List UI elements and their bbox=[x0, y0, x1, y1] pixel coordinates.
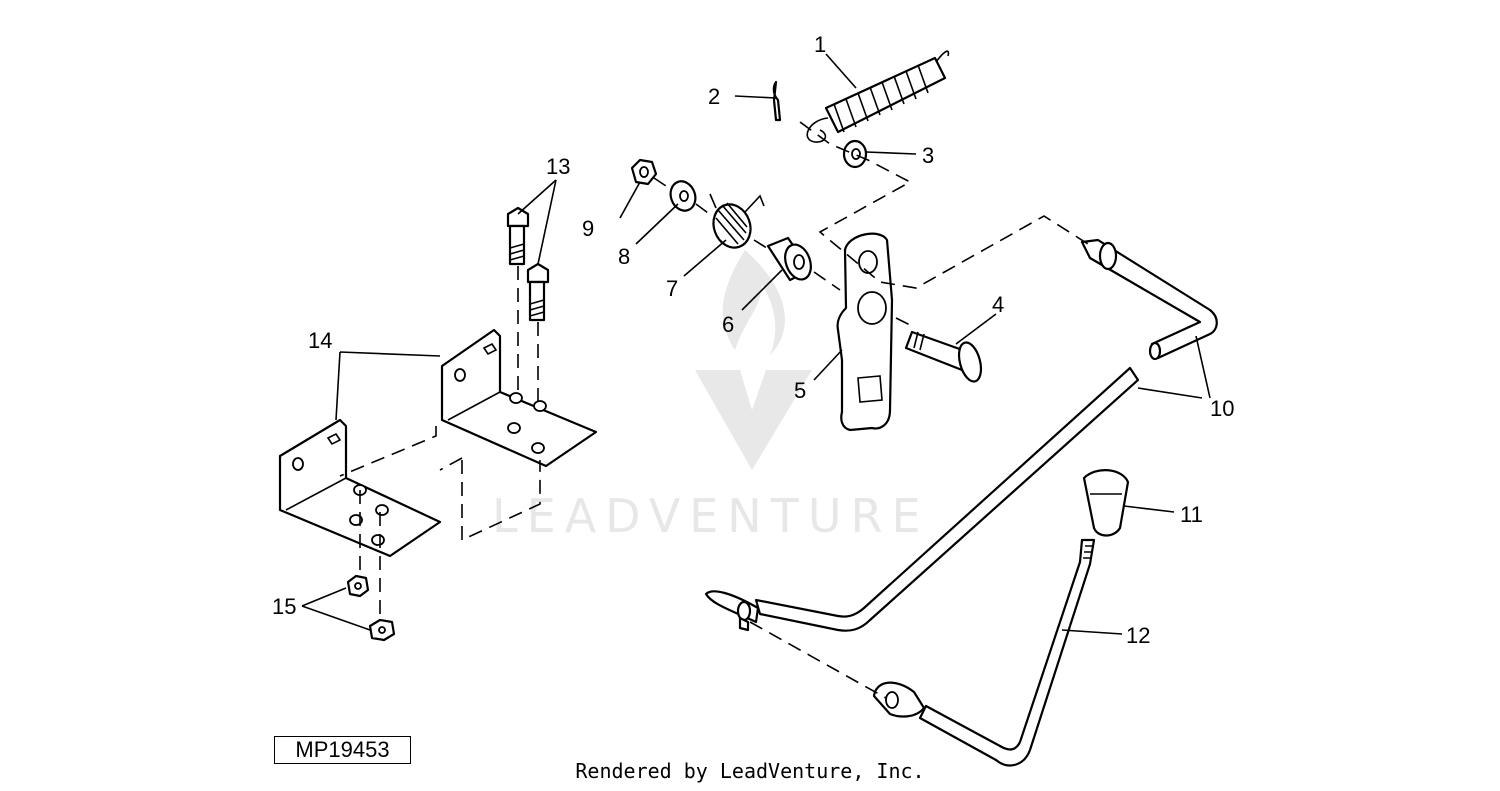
callout-3: 3 bbox=[922, 143, 934, 168]
callout-1: 1 bbox=[814, 32, 826, 57]
watermark-text: LEADVENTURE bbox=[492, 489, 930, 543]
part-1-spring bbox=[806, 50, 950, 143]
callout-labels: 1 2 3 9 8 7 6 5 4 10 11 12 13 14 15 bbox=[272, 32, 1234, 648]
callout-5: 5 bbox=[794, 378, 806, 403]
callout-4: 4 bbox=[992, 292, 1004, 317]
part-2-cotter-pin bbox=[772, 80, 782, 122]
figure-id-label: MP19453 bbox=[274, 736, 411, 764]
callout-10: 10 bbox=[1210, 396, 1234, 421]
watermark-flame-icon bbox=[722, 250, 785, 355]
callout-8: 8 bbox=[618, 244, 630, 269]
part-14-brackets bbox=[278, 328, 598, 558]
part-10-shift-rod bbox=[704, 238, 1218, 632]
part-11-knob bbox=[1082, 469, 1130, 537]
leader-lines bbox=[301, 53, 1211, 635]
part-9-nut bbox=[630, 158, 658, 186]
part-7-torsion-spring bbox=[709, 193, 765, 249]
part-6-bushing bbox=[766, 236, 812, 282]
callout-12: 12 bbox=[1126, 623, 1150, 648]
callout-15: 15 bbox=[272, 594, 296, 619]
callout-13: 13 bbox=[546, 154, 570, 179]
callout-2: 2 bbox=[708, 84, 720, 109]
watermark: LEADVENTURE bbox=[492, 250, 930, 543]
callout-11: 11 bbox=[1180, 502, 1203, 527]
render-credit: Rendered by LeadVenture, Inc. bbox=[575, 759, 925, 783]
part-13-bolts bbox=[506, 206, 550, 322]
callout-7: 7 bbox=[666, 276, 678, 301]
callout-9: 9 bbox=[582, 216, 594, 241]
callout-6: 6 bbox=[722, 312, 734, 337]
callout-14: 14 bbox=[308, 328, 332, 353]
part-3-washer bbox=[842, 139, 868, 169]
watermark-v-icon bbox=[695, 370, 812, 470]
assembly-lines bbox=[339, 121, 1089, 699]
part-4-clevis-pin bbox=[904, 330, 983, 383]
part-8-washer bbox=[669, 180, 697, 212]
part-12-shift-lever bbox=[872, 538, 1096, 767]
part-15-nuts bbox=[346, 574, 396, 642]
part-5-lever bbox=[836, 232, 894, 432]
